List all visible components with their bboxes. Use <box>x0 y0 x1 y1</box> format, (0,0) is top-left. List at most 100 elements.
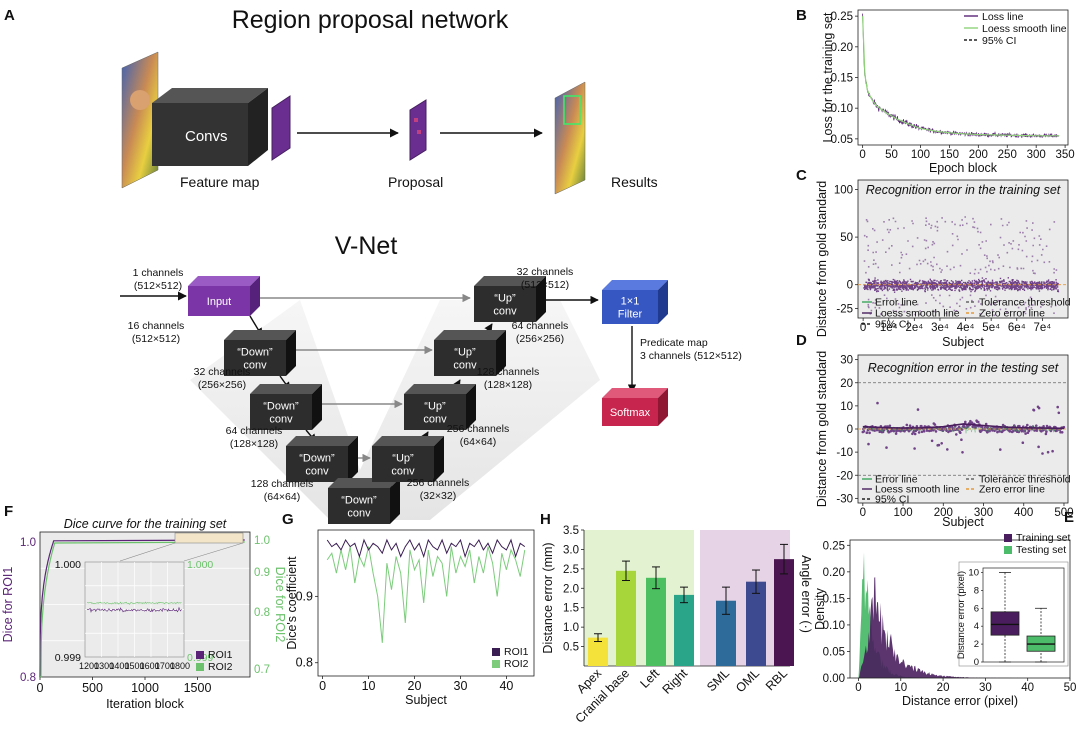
up-conv-1-top <box>474 276 546 286</box>
feature-map-slab <box>271 95 291 161</box>
up-conv-1-side <box>536 276 546 322</box>
panel-h-ytick-label-5: 3.0 <box>563 544 579 556</box>
panel-d-xtick-label-0: 0 <box>860 507 866 519</box>
down-conv-1-top <box>224 330 296 340</box>
vnet-u0-ch: 32 channels <box>517 266 574 278</box>
panel-c-xtick-label-6: 6e⁴ <box>1008 322 1026 334</box>
panel-g-series-0 <box>326 538 526 559</box>
down-conv-2-label-1: conv <box>269 414 293 426</box>
panel-d-legend-2: 95% CI <box>875 494 909 506</box>
filter-block-label-1: Filter <box>618 309 643 321</box>
panel-c-points-outliers <box>863 216 1058 317</box>
vnet-blocks: Input“Down”conv“Down”conv“Down”conv“Down… <box>188 276 668 524</box>
down-conv-2-top <box>250 384 322 394</box>
panel-b-ytick-label-2: 0.15 <box>831 73 853 85</box>
panel-b-ytick-label-0: 0.05 <box>831 134 853 146</box>
bar-right <box>674 594 694 666</box>
panel-d-title: Recognition error in the testing set <box>868 361 1059 375</box>
up-conv-3-label-0: “Up” <box>424 401 446 413</box>
vnet-d1-dim: (512×512) <box>132 333 180 345</box>
panel-b-xtick-label-6: 300 <box>1027 149 1046 161</box>
feature-map-label: Feature map <box>180 174 260 190</box>
down-conv-4-label-0: “Down” <box>341 495 377 507</box>
up-conv-1-label-0: “Up” <box>494 293 516 305</box>
panel-e-ytick-label-0: 0.00 <box>823 673 845 685</box>
panel-b-xtick-label-0: 0 <box>859 149 865 161</box>
panel-d-xtick-label-3: 300 <box>974 507 993 519</box>
inset-ytick-label-0: 0 <box>974 657 979 668</box>
panel-c-xtick-label-4: 4e⁴ <box>957 322 975 334</box>
panel-c-ytick-label-0: 100 <box>834 185 853 197</box>
proposal-label: Proposal <box>388 174 443 190</box>
panel-e-xlabel: Distance error (pixel) <box>902 694 1018 708</box>
panel-e-ytick-label-3: 0.15 <box>823 593 845 605</box>
inset-ytick-label-2: 4 <box>974 621 979 632</box>
panel-h-ylabel: Distance error (mm) <box>541 542 555 653</box>
panel-d-ylabel: Distance from gold standard <box>815 351 829 507</box>
panel-f-ytick-right-0: 1.0 <box>254 535 270 547</box>
panel-e-ytick-label-5: 0.25 <box>823 540 845 552</box>
zoom-window <box>174 532 244 544</box>
panel-e-frame <box>849 539 1071 679</box>
panel-c-points-core <box>863 277 1060 293</box>
vnet-in-dim: (512×512) <box>134 280 182 292</box>
panel-d-xtick-label-1: 100 <box>893 507 912 519</box>
inset-f-ybottom: 0.999 <box>55 652 81 664</box>
input-block-label-0: Input <box>207 296 231 308</box>
panel-label-h: H <box>540 511 551 528</box>
bar-sml <box>716 600 736 666</box>
up-conv-4-side <box>434 436 444 482</box>
vnet-u1-dim: (256×256) <box>516 333 564 345</box>
rpn-title: Region proposal network <box>232 6 509 34</box>
panel-f-xtick-label-3: 1500 <box>184 681 212 695</box>
down-conv-1-label-0: “Down” <box>237 347 273 359</box>
panel-h-ytick-label-0: 0.5 <box>563 642 579 654</box>
down-conv-4-front <box>328 488 390 524</box>
panel-e-xtick-label-2: 20 <box>937 682 950 694</box>
vnet-u2-ch: 128 channels <box>477 366 539 378</box>
panel-d-ytick-label-6: -30 <box>836 493 853 505</box>
vnet-d3-dim: (128×128) <box>230 438 278 450</box>
panel-label-b: B <box>796 7 807 24</box>
vnet-d4-dim: (64×64) <box>264 491 300 503</box>
panel-e-ytick-label-4: 0.20 <box>823 567 845 579</box>
down-conv-3-side <box>348 436 358 482</box>
panel-b-xtick-label-1: 50 <box>885 149 898 161</box>
panel-e-legend-1: Testing set <box>1016 544 1066 556</box>
inset-ytick-label-3: 6 <box>974 603 979 614</box>
panel-b-ytick-label-1: 0.10 <box>831 103 853 115</box>
panel-g-xtick-label-3: 30 <box>454 679 468 693</box>
vnet-d2-dim: (256×256) <box>198 379 246 391</box>
inset-f-xtick-3: 1500 <box>124 661 144 671</box>
panel-f-chart: Dice curve for the training set1.0000.99… <box>1 517 287 711</box>
panel-c-frame <box>857 179 1069 319</box>
vnet-d1-ch: 16 channels <box>128 320 185 332</box>
panel-c-ylabel: Distance from gold standard <box>815 181 829 337</box>
panel-h-ytick-label-1: 1.0 <box>563 622 579 634</box>
vnet-d4-ch: 128 channels <box>251 478 313 490</box>
up-conv-1-front <box>474 286 536 322</box>
down-conv-4-side <box>390 478 400 524</box>
filter-block-front <box>602 290 658 324</box>
panel-e-ytick-label-1: 0.05 <box>823 646 845 658</box>
panel-c-ytick-label-3: -25 <box>836 303 853 315</box>
panel-c-legend-1: Loess smooth line <box>875 308 960 320</box>
loss-line <box>862 13 1060 139</box>
panel-c-legend-3: Tolerance threshold <box>979 297 1071 309</box>
filter-block-top <box>602 280 668 290</box>
panel-d-ytick-label-4: -10 <box>836 447 853 459</box>
panel-b-legend-2: 95% CI <box>982 35 1016 47</box>
softmax-block-label-0: Softmax <box>610 407 651 419</box>
panel-f-legend-swatch-0 <box>196 651 204 659</box>
down-conv-2-side <box>312 384 322 430</box>
panel-d-ytick-label-5: -20 <box>836 470 853 482</box>
roi2-curve <box>40 541 245 678</box>
vnet-u1-ch: 64 channels <box>512 320 569 332</box>
panel-g-series-1 <box>326 546 526 643</box>
panel-h-ytick-label-3: 2.0 <box>563 583 579 595</box>
panel-b-xtick-label-4: 200 <box>969 149 988 161</box>
panel-d-legend-1: Loess smooth line <box>875 484 960 496</box>
panel-e-ytick-label-2: 0.10 <box>823 620 845 632</box>
panel-c-legend-2: 95% CI <box>875 319 909 331</box>
